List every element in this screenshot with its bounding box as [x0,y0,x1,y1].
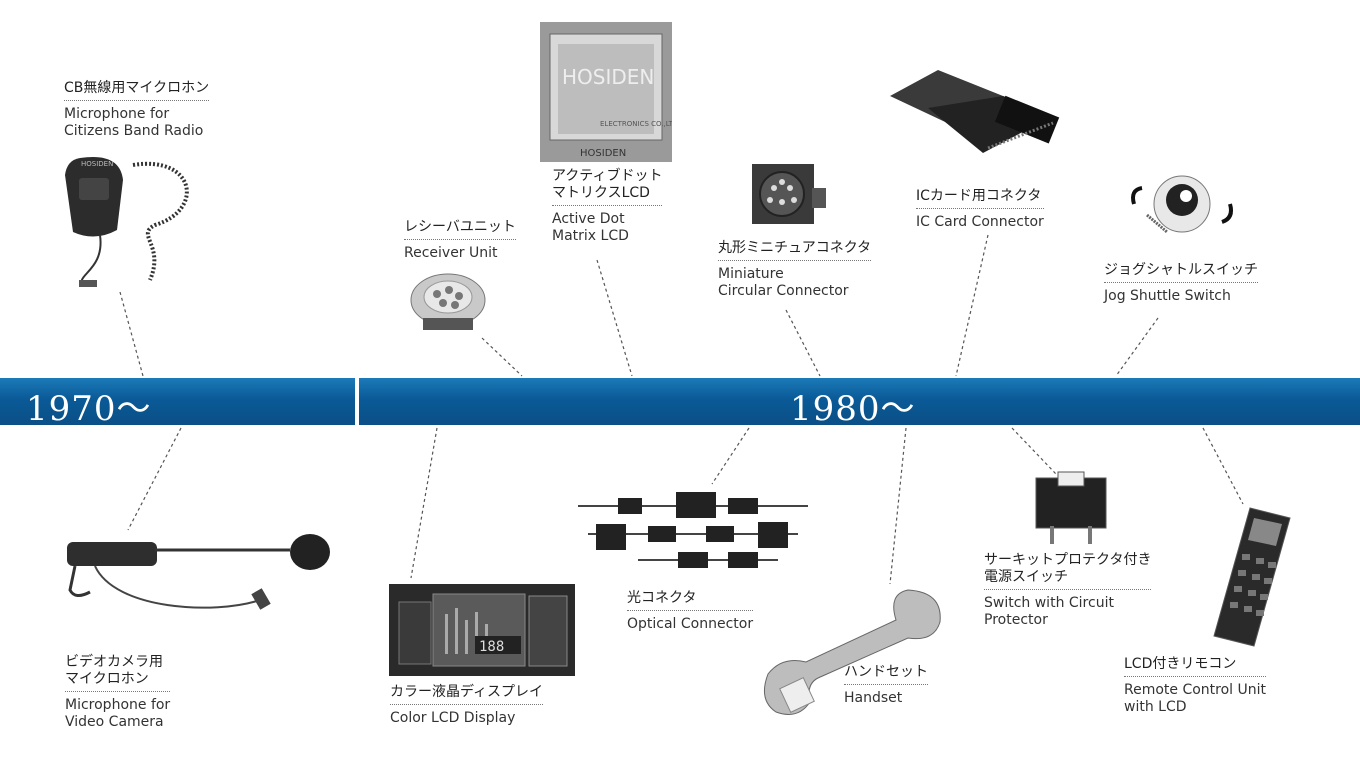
item-video-camera-microphone: ビデオカメラ用 マイクロホン Microphone for Video Came… [65,654,171,731]
cb-mic-brand: HOSIDEN [81,160,113,168]
leader-optical [711,427,750,485]
leader-ic-card [955,234,989,377]
handset-image [763,589,941,715]
label-en: IC Card Connector [916,214,1044,230]
ic-card-connector-image [890,70,1060,153]
lcd-panel-brand: HOSIDEN [562,65,654,89]
label-jp: カラー液晶ディスプレイ [390,684,544,705]
label-jp: サーキットプロテクタ付き 電源スイッチ [984,552,1152,590]
circular-connector-image [752,164,826,224]
label-jp: ICカード用コネクタ [916,188,1044,209]
leader-switch [1011,427,1057,475]
item-optical-connector: 光コネクタ Optical Connector [627,590,754,633]
circuit-protector-switch-image [1035,471,1107,544]
leader-jog [1115,317,1159,377]
label-en: Remote Control Unit with LCD [1124,682,1267,715]
decade-label-1980: 1980～ [790,389,916,429]
label-jp: 光コネクタ [627,590,754,611]
color-lcd-display-image: 188 [389,584,575,676]
item-cb-microphone: CB無線用マイクロホン Microphone for Citizens Band… [64,80,210,140]
label-en: Optical Connector [627,616,754,632]
label-en: Switch with Circuit Protector [984,595,1114,628]
leader-color-lcd [410,427,438,579]
lcd-panel-subtext: ELECTRONICS CO.,LTD. [600,120,672,128]
label-jp: CB無線用マイクロホン [64,80,210,101]
item-circular-connector: 丸形ミニチュアコネクタ Miniature Circular Connector [718,240,872,300]
item-active-matrix-lcd: アクティブドット マトリクスLCD Active Dot Matrix LCD [552,168,663,245]
leader-active-lcd [596,259,633,377]
label-jp: ハンドセット [844,664,928,685]
label-en: Receiver Unit [404,245,498,261]
timeline-band-1980 [359,378,1360,425]
leader-video-mic [127,427,182,531]
item-receiver-unit: レシーバユニット Receiver Unit [404,219,516,262]
label-jp: レシーバユニット [404,219,516,240]
receiver-unit-image [410,273,486,330]
item-handset: ハンドセット Handset [844,664,928,707]
video-camera-microphone-image [67,534,330,610]
label-en: Color LCD Display [390,710,516,726]
item-ic-card-connector: ICカード用コネクタ IC Card Connector [916,188,1044,231]
leader-circular-conn [785,309,821,377]
optical-connector-image [578,492,808,568]
leader-remote [1202,427,1244,505]
label-jp: ジョグシャトルスイッチ [1104,262,1258,283]
item-color-lcd-display: カラー液晶ディスプレイ Color LCD Display [390,684,544,727]
leader-receiver [481,337,523,377]
label-en: Jog Shuttle Switch [1104,288,1231,304]
label-en: Active Dot Matrix LCD [552,211,629,244]
lcd-panel-footer: HOSIDEN [580,148,626,159]
label-jp: アクティブドット マトリクスLCD [552,168,663,206]
item-jog-shuttle-switch: ジョグシャトルスイッチ Jog Shuttle Switch [1104,262,1258,305]
cb-microphone-image: HOSIDEN [65,156,189,287]
label-en: Miniature Circular Connector [718,266,849,299]
label-en: Microphone for Citizens Band Radio [64,106,204,139]
label-jp: LCD付きリモコン [1124,656,1267,677]
leader-cb-mic [119,291,144,377]
item-lcd-remote-control: LCD付きリモコン Remote Control Unit with LCD [1124,656,1267,716]
timeline-band-1970 [0,378,355,425]
label-en: Microphone for Video Camera [65,697,171,730]
item-circuit-protector-switch: サーキットプロテクタ付き 電源スイッチ Switch with Circuit … [984,552,1152,629]
label-jp: 丸形ミニチュアコネクタ [718,240,872,261]
lcd-remote-control-image [1213,507,1291,647]
active-matrix-lcd-image: HOSIDEN ELECTRONICS CO.,LTD. HOSIDEN [540,22,672,162]
label-jp: ビデオカメラ用 マイクロホン [65,654,171,692]
color-lcd-digits: 188 [479,639,504,655]
label-en: Handset [844,690,903,706]
jog-shuttle-switch-image [1131,175,1233,234]
leader-handset [889,427,907,585]
decade-label-1970: 1970～ [26,389,152,429]
